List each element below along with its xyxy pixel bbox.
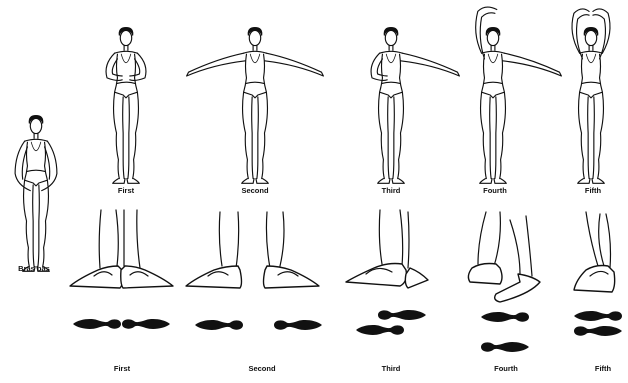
footprints-first xyxy=(73,319,170,329)
footprints-fourth xyxy=(481,312,529,352)
dancer-bras-bas xyxy=(15,116,57,272)
dancer-third xyxy=(371,28,459,184)
footprints-fifth xyxy=(574,311,622,336)
label-arm-fourth: Fourth xyxy=(460,186,530,195)
label-arm-bras-bas: Bras bas xyxy=(0,264,69,273)
label-foot-fourth: Fourth xyxy=(471,364,541,373)
label-arm-third: Third xyxy=(356,186,426,195)
label-foot-first: First xyxy=(87,364,157,373)
label-foot-third: Third xyxy=(356,364,426,373)
dancer-second xyxy=(187,28,324,184)
dancer-fifth xyxy=(572,9,610,183)
footprints-second xyxy=(195,320,322,330)
label-arm-second: Second xyxy=(220,186,290,195)
label-arm-fifth: Fifth xyxy=(558,186,628,195)
dancer-fourth xyxy=(476,7,562,183)
feet-fourth xyxy=(468,212,540,302)
feet-second xyxy=(186,212,319,288)
dancer-first xyxy=(106,28,146,184)
feet-first xyxy=(70,210,173,288)
footprints-third xyxy=(356,310,426,335)
label-foot-fifth: Fifth xyxy=(568,364,628,373)
label-arm-first: First xyxy=(91,186,161,195)
feet-fifth xyxy=(574,212,615,292)
label-foot-second: Second xyxy=(227,364,297,373)
feet-third xyxy=(346,210,428,288)
